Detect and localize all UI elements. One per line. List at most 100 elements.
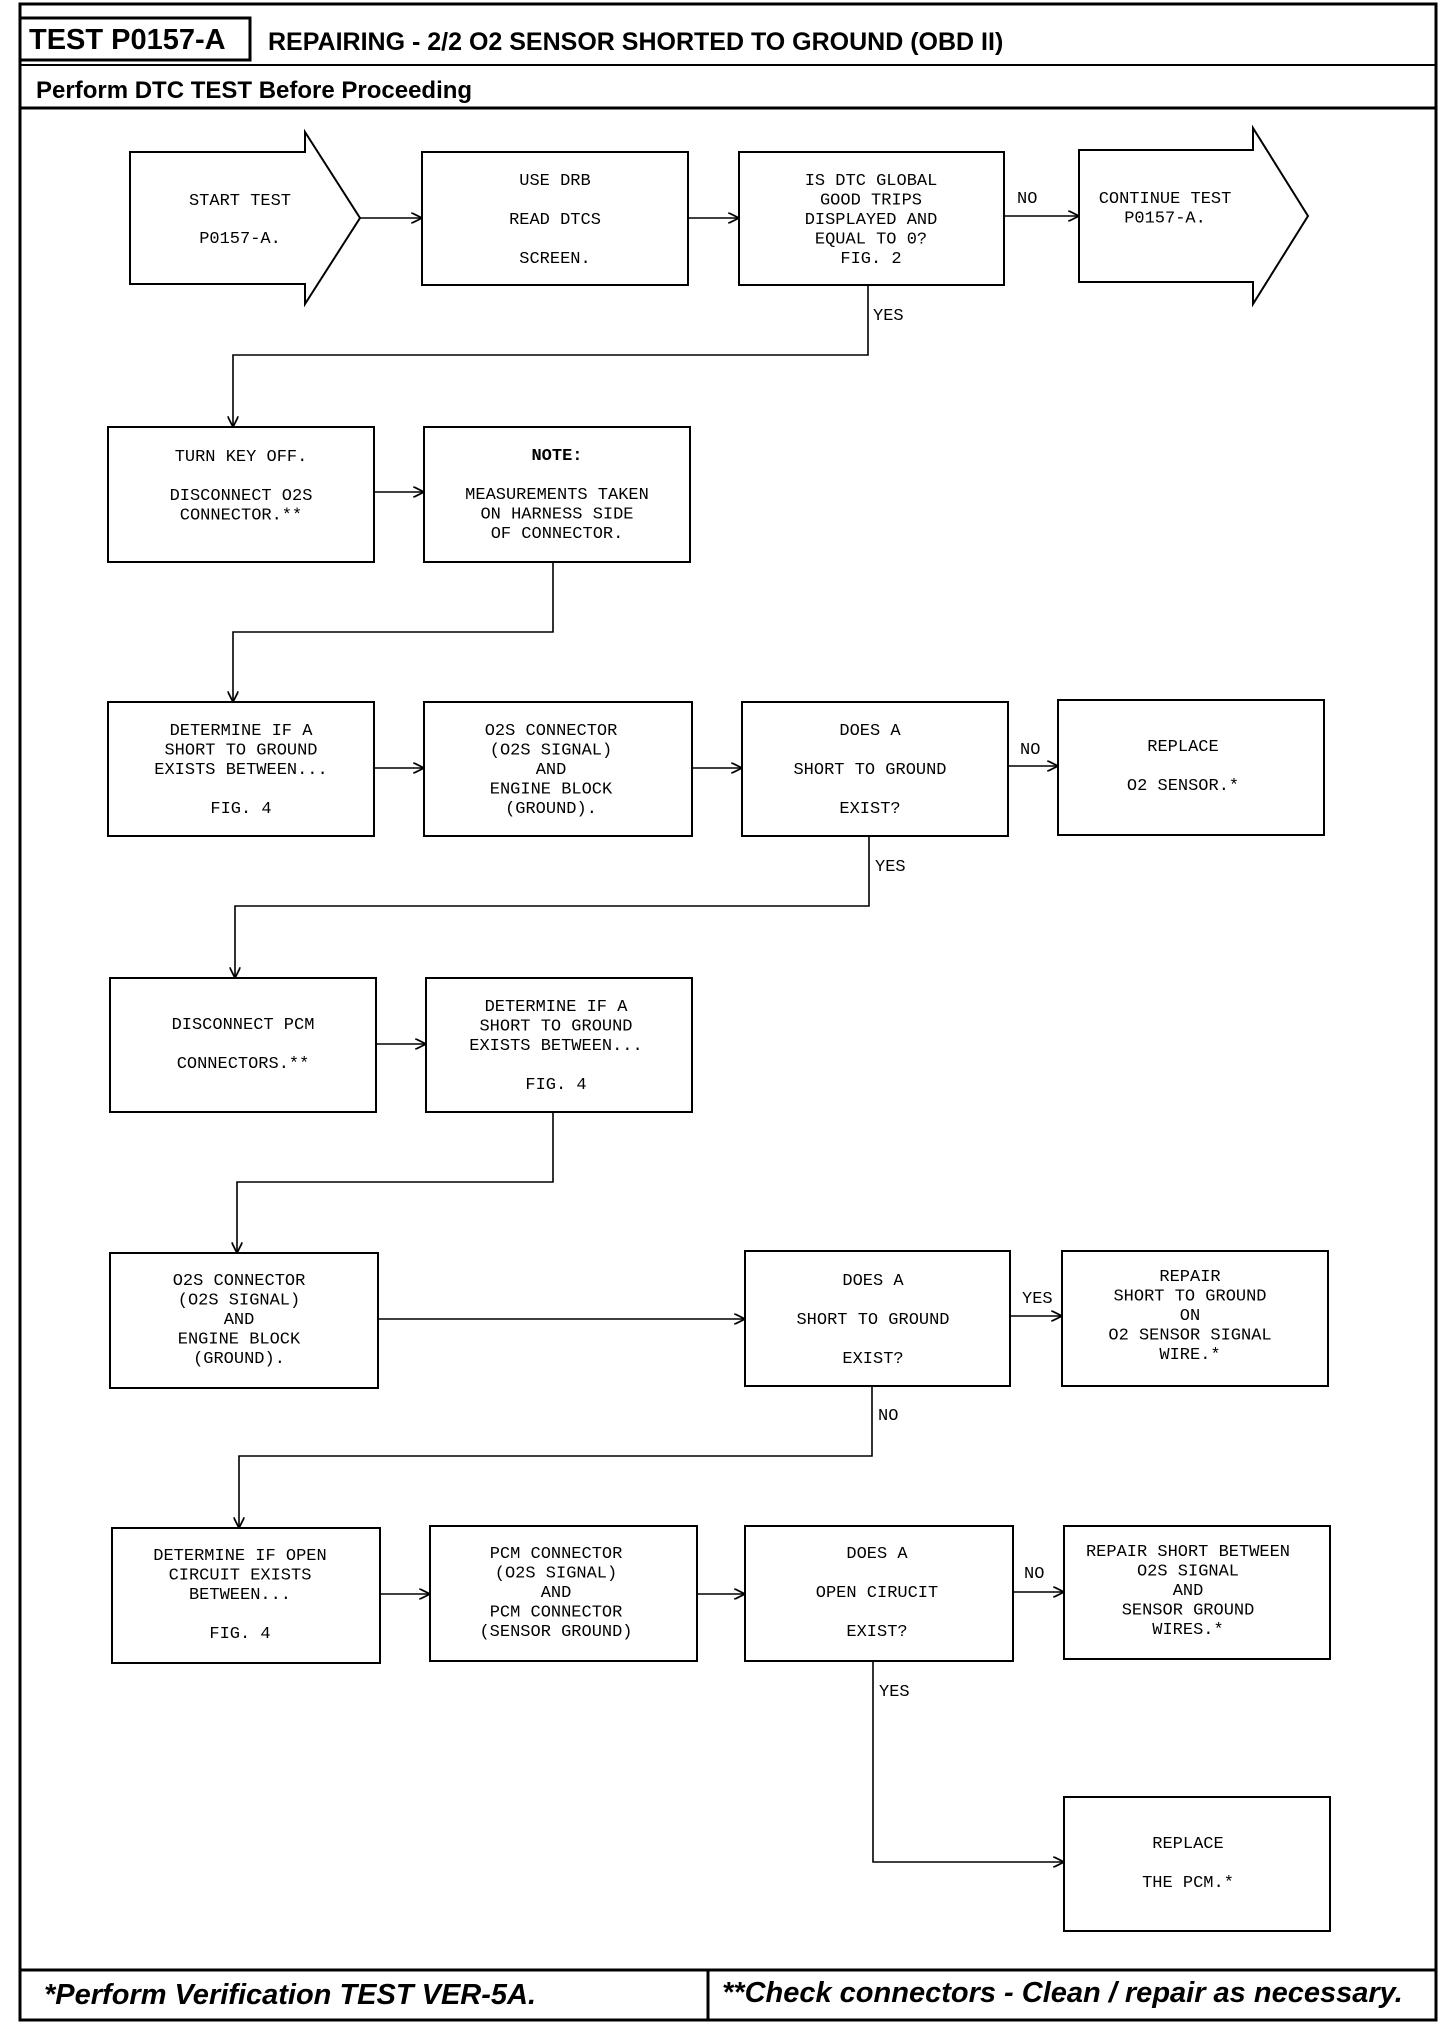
- replace-pcm-line: THE PCM.*: [1142, 1874, 1234, 1893]
- key-off-line: CONNECTOR.**: [180, 507, 302, 526]
- header: TEST P0157-A REPAIRING - 2/2 O2 SENSOR S…: [18, 16, 1436, 110]
- determine-short-2-line: FIG. 4: [525, 1076, 586, 1095]
- use-drb-line: USE DRB: [519, 172, 590, 191]
- determine-short-2-box: [425, 977, 693, 1113]
- o2s-connector-2-line: (O2S SIGNAL): [178, 1292, 300, 1311]
- connector-openexist-yes: [872, 1661, 1064, 1862]
- short-exist-2-line: DOES A: [842, 1272, 904, 1291]
- repair-between-line: WIRES.*: [1152, 1621, 1223, 1640]
- pcm-connector-line: AND: [541, 1584, 572, 1603]
- note-box: [423, 426, 691, 563]
- connectors: [233, 216, 1079, 1862]
- start-test-arrow-box: [129, 128, 362, 308]
- open-exist-line: OPEN CIRUCIT: [816, 1584, 938, 1603]
- footer: *Perform Verification TEST VER-5A. **Che…: [20, 1968, 1436, 2020]
- replace-o2-box: [1057, 699, 1325, 836]
- replace-pcm-line: REPLACE: [1152, 1835, 1223, 1854]
- determine-short-1-line: FIG. 4: [210, 800, 271, 819]
- connector-determine2-o2s2: [237, 1112, 554, 1253]
- o2s-connector-2-line: ENGINE BLOCK: [178, 1331, 301, 1350]
- replace-pcm-box: [1063, 1796, 1331, 1932]
- global-trips-line: FIG. 2: [840, 250, 901, 269]
- repair-short-line: REPAIR: [1159, 1268, 1220, 1287]
- turn-key-off-box: [107, 426, 375, 563]
- connector-exist1-yes: [235, 836, 870, 978]
- replace-o2-line: REPLACE: [1147, 738, 1218, 757]
- o2s-connector-1-line: AND: [536, 761, 567, 780]
- o2s-connector-1-line: (O2S SIGNAL): [490, 742, 612, 761]
- disconnect-pcm-line: CONNECTORS.**: [177, 1055, 310, 1074]
- determine-short-1-line: DETERMINE IF A: [170, 722, 314, 741]
- connector-note-determine1: [233, 562, 554, 702]
- replace-pcm-text: REPLACE THE PCM.*: [1142, 1835, 1234, 1893]
- pcm-connector-line: (SENSOR GROUND): [479, 1623, 632, 1642]
- short-exist-1-line: EXIST?: [839, 800, 900, 819]
- repair-between-line: REPAIR SHORT BETWEEN: [1086, 1543, 1290, 1562]
- disconnect-pcm-box: [109, 977, 377, 1113]
- determine-open-line: CIRCUIT EXISTS: [169, 1567, 312, 1586]
- repair-short-box: [1061, 1250, 1329, 1387]
- global-trips-line: DISPLAYED AND: [805, 211, 938, 230]
- test-id-box: [18, 16, 252, 62]
- determine-short-2-line: SHORT TO GROUND: [479, 1018, 632, 1037]
- note-line: ON HARNESS SIDE: [480, 506, 633, 525]
- disconnect-pcm-text: DISCONNECT PCM CONNECTORS.**: [172, 1016, 315, 1074]
- determine-open-line: DETERMINE IF OPEN: [153, 1547, 326, 1566]
- label-yes-2: YES: [875, 858, 906, 877]
- o2s-connector-1-line: O2S CONNECTOR: [485, 722, 618, 741]
- connector-exist2-no: [239, 1386, 873, 1528]
- label-no-2: NO: [1020, 741, 1040, 760]
- determine-short-2-line: DETERMINE IF A: [485, 998, 629, 1017]
- use-drb-line: READ DTCS: [509, 211, 601, 230]
- o2s-connector-2-line: O2S CONNECTOR: [173, 1272, 306, 1291]
- determine-open-line: FIG. 4: [209, 1625, 270, 1644]
- continue-test-line: CONTINUE TEST: [1099, 190, 1232, 209]
- note-line: MEASUREMENTS TAKEN: [465, 486, 649, 505]
- page-subtitle: Perform DTC TEST Before Proceeding: [36, 77, 472, 104]
- o2s-connector-1-box: [423, 701, 693, 837]
- o2s-connector-1-line: ENGINE BLOCK: [490, 781, 613, 800]
- pcm-connector-line: (O2S SIGNAL): [495, 1565, 617, 1584]
- test-id: TEST P0157-A: [29, 24, 226, 56]
- continue-test-arrow-box: [1078, 124, 1310, 308]
- label-no-4: NO: [1024, 1565, 1044, 1584]
- o2s-connector-2-box: [109, 1252, 379, 1389]
- repair-between-line: AND: [1173, 1582, 1204, 1601]
- short-exist-2-line: SHORT TO GROUND: [796, 1311, 949, 1330]
- determine-short-2-line: EXISTS BETWEEN...: [469, 1037, 642, 1056]
- page-title: REPAIRING - 2/2 O2 SENSOR SHORTED TO GRO…: [268, 28, 1003, 56]
- key-off-line: DISCONNECT O2S: [170, 487, 313, 506]
- note-line: OF CONNECTOR.: [491, 525, 624, 544]
- repair-between-line: O2S SIGNAL: [1137, 1563, 1239, 1582]
- pcm-connector-line: PCM CONNECTOR: [490, 1545, 623, 1564]
- label-yes-1: YES: [873, 307, 904, 326]
- global-trips-line: GOOD TRIPS: [820, 192, 922, 211]
- footer-left-note: *Perform Verification TEST VER-5A.: [44, 1979, 536, 2011]
- continue-test-line: P0157-A.: [1124, 210, 1206, 229]
- short-exist-1-decision-box: [741, 701, 1009, 837]
- note-line: NOTE:: [531, 447, 582, 466]
- determine-short-1-box: [107, 701, 375, 837]
- repair-short-line: ON: [1180, 1307, 1200, 1326]
- key-off-line: TURN KEY OFF.: [175, 448, 308, 467]
- pcm-connector-line: PCM CONNECTOR: [490, 1604, 623, 1623]
- short-exist-1-line: SHORT TO GROUND: [793, 761, 946, 780]
- disconnect-pcm-line: DISCONNECT PCM: [172, 1016, 315, 1035]
- footer-right-note: **Check connectors - Clean / repair as n…: [722, 1977, 1403, 2009]
